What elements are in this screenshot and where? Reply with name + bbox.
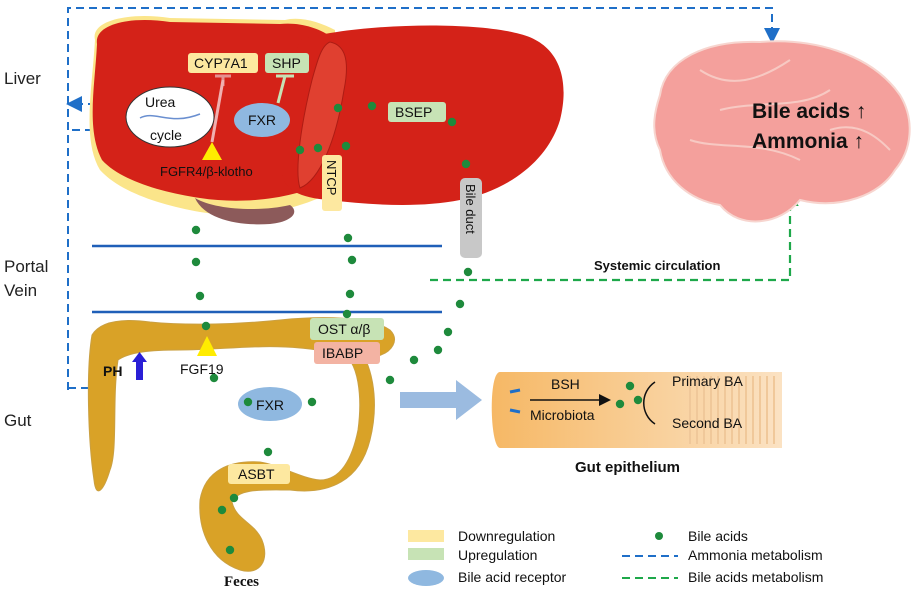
shp-box — [265, 53, 309, 73]
gut-fxr-label: FXR — [256, 397, 284, 413]
legend-receptor-label: Bile acid receptor — [458, 569, 567, 585]
legend-down-swatch — [408, 530, 444, 542]
region-gut: Gut — [4, 411, 32, 430]
bile-acid-dot — [295, 145, 305, 155]
cyp7a1-label: CYP7A1 — [194, 55, 248, 71]
fgfr4-triangle-icon — [202, 142, 222, 160]
legend: Downregulation Upregulation Bile acid re… — [408, 528, 823, 586]
urea-label: Urea — [145, 94, 176, 110]
bile-acid-dot — [229, 493, 239, 503]
ph-arrowhead-icon — [132, 352, 147, 362]
bsep-box — [388, 102, 446, 122]
shp-label: SHP — [272, 55, 301, 71]
asbt-box — [228, 464, 290, 484]
liver-fxr-label: FXR — [248, 112, 276, 128]
region-portal: Portal Vein — [4, 257, 53, 300]
ibabp-box — [314, 342, 380, 364]
bile-acid-dot — [367, 101, 377, 111]
bile-acid-dot — [455, 299, 465, 309]
legend-ammonia-label: Ammonia metabolism — [688, 547, 823, 563]
fgf19-triangle-icon — [197, 336, 217, 356]
bile-acid-dot — [385, 375, 395, 385]
ntcp-transporter: NTCP — [322, 155, 342, 211]
gallbladder — [195, 198, 295, 225]
systemic-label: Systemic circulation — [594, 258, 720, 273]
bile-acid-dot — [217, 505, 227, 515]
cycle-label: cycle — [150, 127, 182, 143]
liver-falciform — [297, 41, 347, 189]
ntcp-label: NTCP — [324, 160, 339, 195]
legend-dot-swatch — [655, 532, 663, 540]
bsep-label: BSEP — [395, 104, 432, 120]
ph-label: PH — [103, 363, 122, 379]
systemic-circulation-line — [430, 188, 799, 282]
bile-acid-dot — [191, 225, 201, 235]
bile-acid-dot — [195, 291, 205, 301]
bile-acid-dot — [209, 373, 219, 383]
bile-acid-dot — [463, 267, 473, 277]
bile-acid-dot — [461, 159, 471, 169]
urea-cycle: Urea cycle — [125, 86, 215, 148]
bile-acid-dot — [201, 321, 211, 331]
bile-acid-pathway-lines — [430, 188, 799, 282]
brain — [653, 40, 911, 223]
shp-group: SHP — [265, 53, 309, 104]
bile-acid-dot — [409, 355, 419, 365]
bile-acid-dot — [243, 397, 253, 407]
legend-receptor-swatch — [408, 570, 444, 586]
bsh-label: BSH — [551, 376, 580, 392]
bile-acid-dot — [345, 289, 355, 299]
feces-label: Feces — [224, 574, 259, 590]
brain-ammonia-label: Ammonia ↑ — [752, 130, 864, 153]
legend-up-label: Upregulation — [458, 547, 537, 563]
ost-label: OST α/β — [318, 321, 370, 337]
bile-acid-dot — [443, 327, 453, 337]
legend-down-label: Downregulation — [458, 528, 555, 544]
region-liver: Liver — [4, 69, 41, 88]
gut-fxr-receptor — [238, 387, 302, 421]
bile-acid-dot — [615, 399, 625, 409]
second-ba-label: Second BA — [672, 415, 743, 431]
microbiota-label: Microbiota — [530, 407, 595, 423]
bile-acid-dot — [342, 309, 352, 319]
bile-acid-dot — [433, 345, 443, 355]
bile-acid-dot — [307, 397, 317, 407]
ph-up-arrow-icon — [136, 358, 143, 380]
fgf19-label: FGF19 — [180, 361, 224, 377]
bile-acid-dot — [633, 395, 643, 405]
bile-duct-label: Bile duct — [463, 184, 478, 234]
primary-ba-label: Primary BA — [672, 373, 743, 389]
ammonia-loop-line — [67, 7, 780, 390]
ibabp-label: IBABP — [322, 345, 363, 361]
ost-box — [310, 318, 384, 340]
legend-dot-label: Bile acids — [688, 528, 748, 544]
epithelium-title: Gut epithelium — [575, 459, 680, 476]
brain-bile-acids-label: Bile acids ↑ — [752, 100, 866, 123]
bile-acid-dot — [447, 117, 457, 127]
bile-acid-dot — [263, 447, 273, 457]
fgfr4-label: FGFR4/β-klotho — [160, 164, 253, 179]
bile-acid-dot — [341, 141, 351, 151]
cyp7a1-inhibition: CYP7A1 — [188, 53, 258, 160]
bile-acid-dot — [347, 255, 357, 265]
legend-bile-label: Bile acids metabolism — [688, 569, 823, 585]
liver-fxr-receptor — [234, 103, 290, 137]
bile-acid-dot — [333, 103, 343, 113]
bile-acid-dot — [343, 233, 353, 243]
legend-up-swatch — [408, 548, 444, 560]
bile-acid-dot — [625, 381, 635, 391]
cyp7a1-box — [188, 53, 258, 73]
to-epithelium-arrow-icon — [400, 380, 482, 420]
asbt-label: ASBT — [238, 466, 275, 482]
gut-epithelium — [491, 372, 782, 448]
bile-duct: Bile duct — [460, 178, 482, 258]
bile-acid-dot — [225, 545, 235, 555]
bile-acid-dots — [191, 101, 643, 555]
bile-acid-dot — [313, 143, 323, 153]
bile-acid-dot — [191, 257, 201, 267]
